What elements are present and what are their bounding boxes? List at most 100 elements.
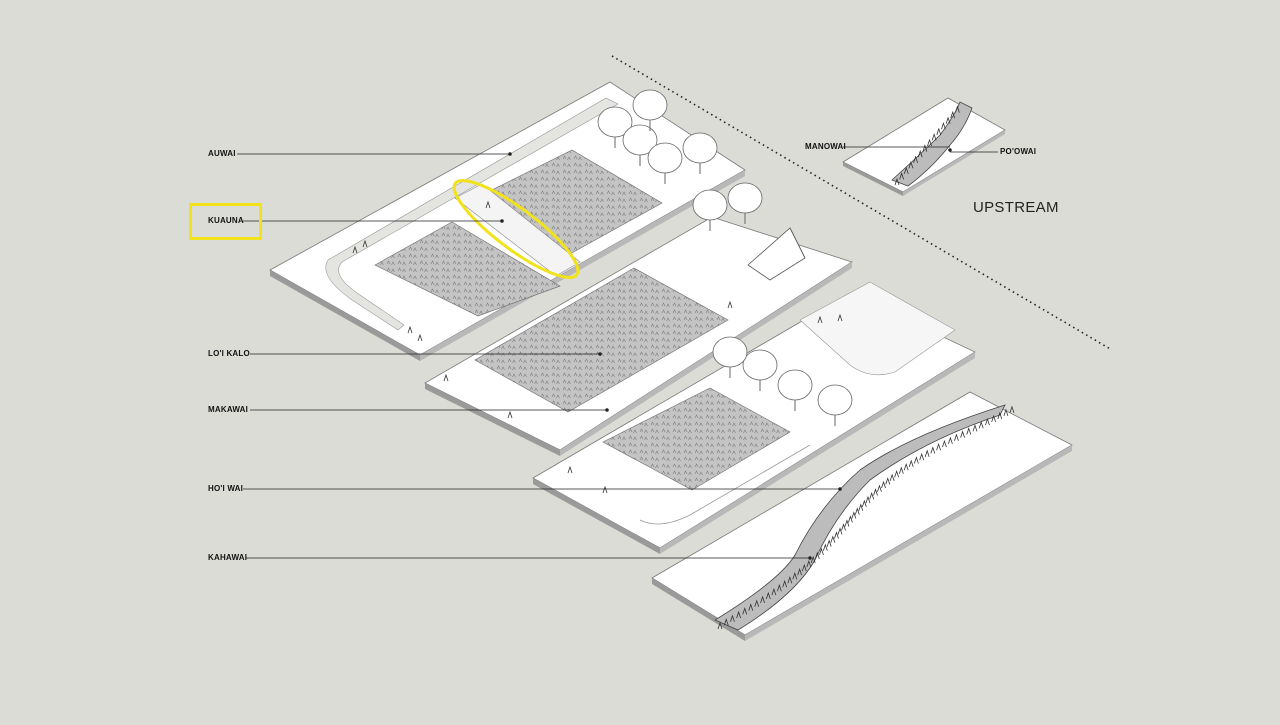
plant-icon <box>771 587 777 596</box>
plant-icon <box>903 166 909 174</box>
label-kahawai: KAHAWAI <box>208 553 248 562</box>
plant-icon <box>792 571 798 580</box>
plant-icon <box>865 495 871 504</box>
plant-icon <box>830 535 836 543</box>
plant-icon <box>936 443 941 451</box>
plant-icon <box>894 177 900 186</box>
plant-icon <box>848 515 853 523</box>
plant-icon <box>782 579 788 588</box>
plant-icon <box>748 603 754 611</box>
plant-icon <box>948 436 953 445</box>
plant-icon <box>936 127 942 135</box>
plant-icon <box>443 373 449 382</box>
plant-icon <box>730 614 735 622</box>
plant-icon <box>602 485 608 494</box>
plant-icon <box>930 446 936 454</box>
tree-icon <box>712 336 748 378</box>
label-manowai: MANOWAI <box>805 142 846 151</box>
tree-icon <box>727 182 763 224</box>
upstream-divider-line <box>611 55 1113 351</box>
tree-icon <box>742 349 778 391</box>
plant-icon <box>858 503 864 511</box>
plant-icon <box>991 414 997 423</box>
plant-icon <box>950 110 956 119</box>
tree-icon <box>817 384 853 426</box>
label-poowai: PO'OWAI <box>1000 147 1037 156</box>
plant-icon <box>717 621 723 630</box>
plant-icon <box>776 583 782 592</box>
plant-icon <box>869 491 875 500</box>
plant-icon <box>885 477 891 485</box>
kahawai-stream <box>714 404 1006 631</box>
plant-icon <box>742 607 748 615</box>
plant-icon <box>919 452 925 461</box>
plant-icon <box>877 484 882 492</box>
plant-icon <box>787 575 793 584</box>
plant-icon <box>889 473 895 481</box>
plant-icon <box>954 433 959 441</box>
plant-icon <box>960 430 965 438</box>
plant-icon <box>898 466 904 474</box>
plant-icon <box>736 610 741 619</box>
plant-icon <box>954 105 960 113</box>
kuauna-highlight-ellipse <box>452 179 580 279</box>
tree-icon <box>622 124 658 166</box>
plant-icon <box>861 499 867 507</box>
plant-icon <box>873 488 878 496</box>
label-upstream: UPSTREAM <box>973 199 1059 216</box>
plant-icon <box>754 599 760 607</box>
plant-icon <box>834 531 839 539</box>
tree-icon <box>647 142 683 184</box>
top-slab <box>269 81 746 361</box>
plant-icon <box>945 116 951 124</box>
label-auwai: AUWAI <box>208 149 236 158</box>
plant-icon <box>997 411 1003 420</box>
stream-slab <box>651 391 1073 641</box>
plant-icon <box>927 138 932 147</box>
plant-icon <box>837 313 843 322</box>
plant-icon <box>407 325 413 334</box>
tree-icon <box>777 369 813 411</box>
plant-icon <box>810 555 816 564</box>
label-loi-kalo: LO'I KALO <box>208 349 250 358</box>
plant-icon <box>806 559 812 568</box>
middle-slab <box>424 216 853 456</box>
plant-icon <box>727 300 733 309</box>
kuauna-highlight-box <box>189 203 262 240</box>
plant-icon <box>942 439 947 448</box>
plant-icon <box>908 161 914 169</box>
plant-icon <box>485 200 491 209</box>
plant-icon <box>837 527 843 535</box>
tree-group <box>597 89 853 426</box>
loi-field-middle <box>474 267 729 413</box>
plant-icon <box>1003 408 1009 417</box>
plant-icon <box>854 507 860 515</box>
tree-icon <box>597 106 633 148</box>
plant-icon <box>723 618 729 626</box>
tree-icon <box>692 189 728 231</box>
label-makawai: MAKAWAI <box>208 405 249 414</box>
plant-icon <box>797 567 803 576</box>
lower-slab <box>532 281 976 554</box>
plant-icon <box>851 511 857 519</box>
plant-icon <box>826 539 832 547</box>
plant-icon <box>881 480 886 489</box>
plant-icon <box>801 563 807 572</box>
plant-icon <box>814 551 820 560</box>
plant-icon <box>903 463 909 471</box>
tree-icon <box>682 132 718 174</box>
plant-icon <box>507 410 513 419</box>
label-hoi-wai: HO'I WAI <box>208 484 244 493</box>
plant-icon <box>922 144 928 152</box>
plant-icon <box>966 427 972 435</box>
plant-icon <box>819 547 824 555</box>
plant-icon <box>841 523 846 531</box>
loi-field-top-left <box>374 221 561 317</box>
label-kuauna: KUAUNA <box>208 216 244 225</box>
plant-icon <box>567 465 573 474</box>
tree-icon <box>632 89 668 131</box>
plant-icon <box>914 456 919 464</box>
plant-icon <box>924 449 930 457</box>
plant-icon <box>765 591 771 600</box>
